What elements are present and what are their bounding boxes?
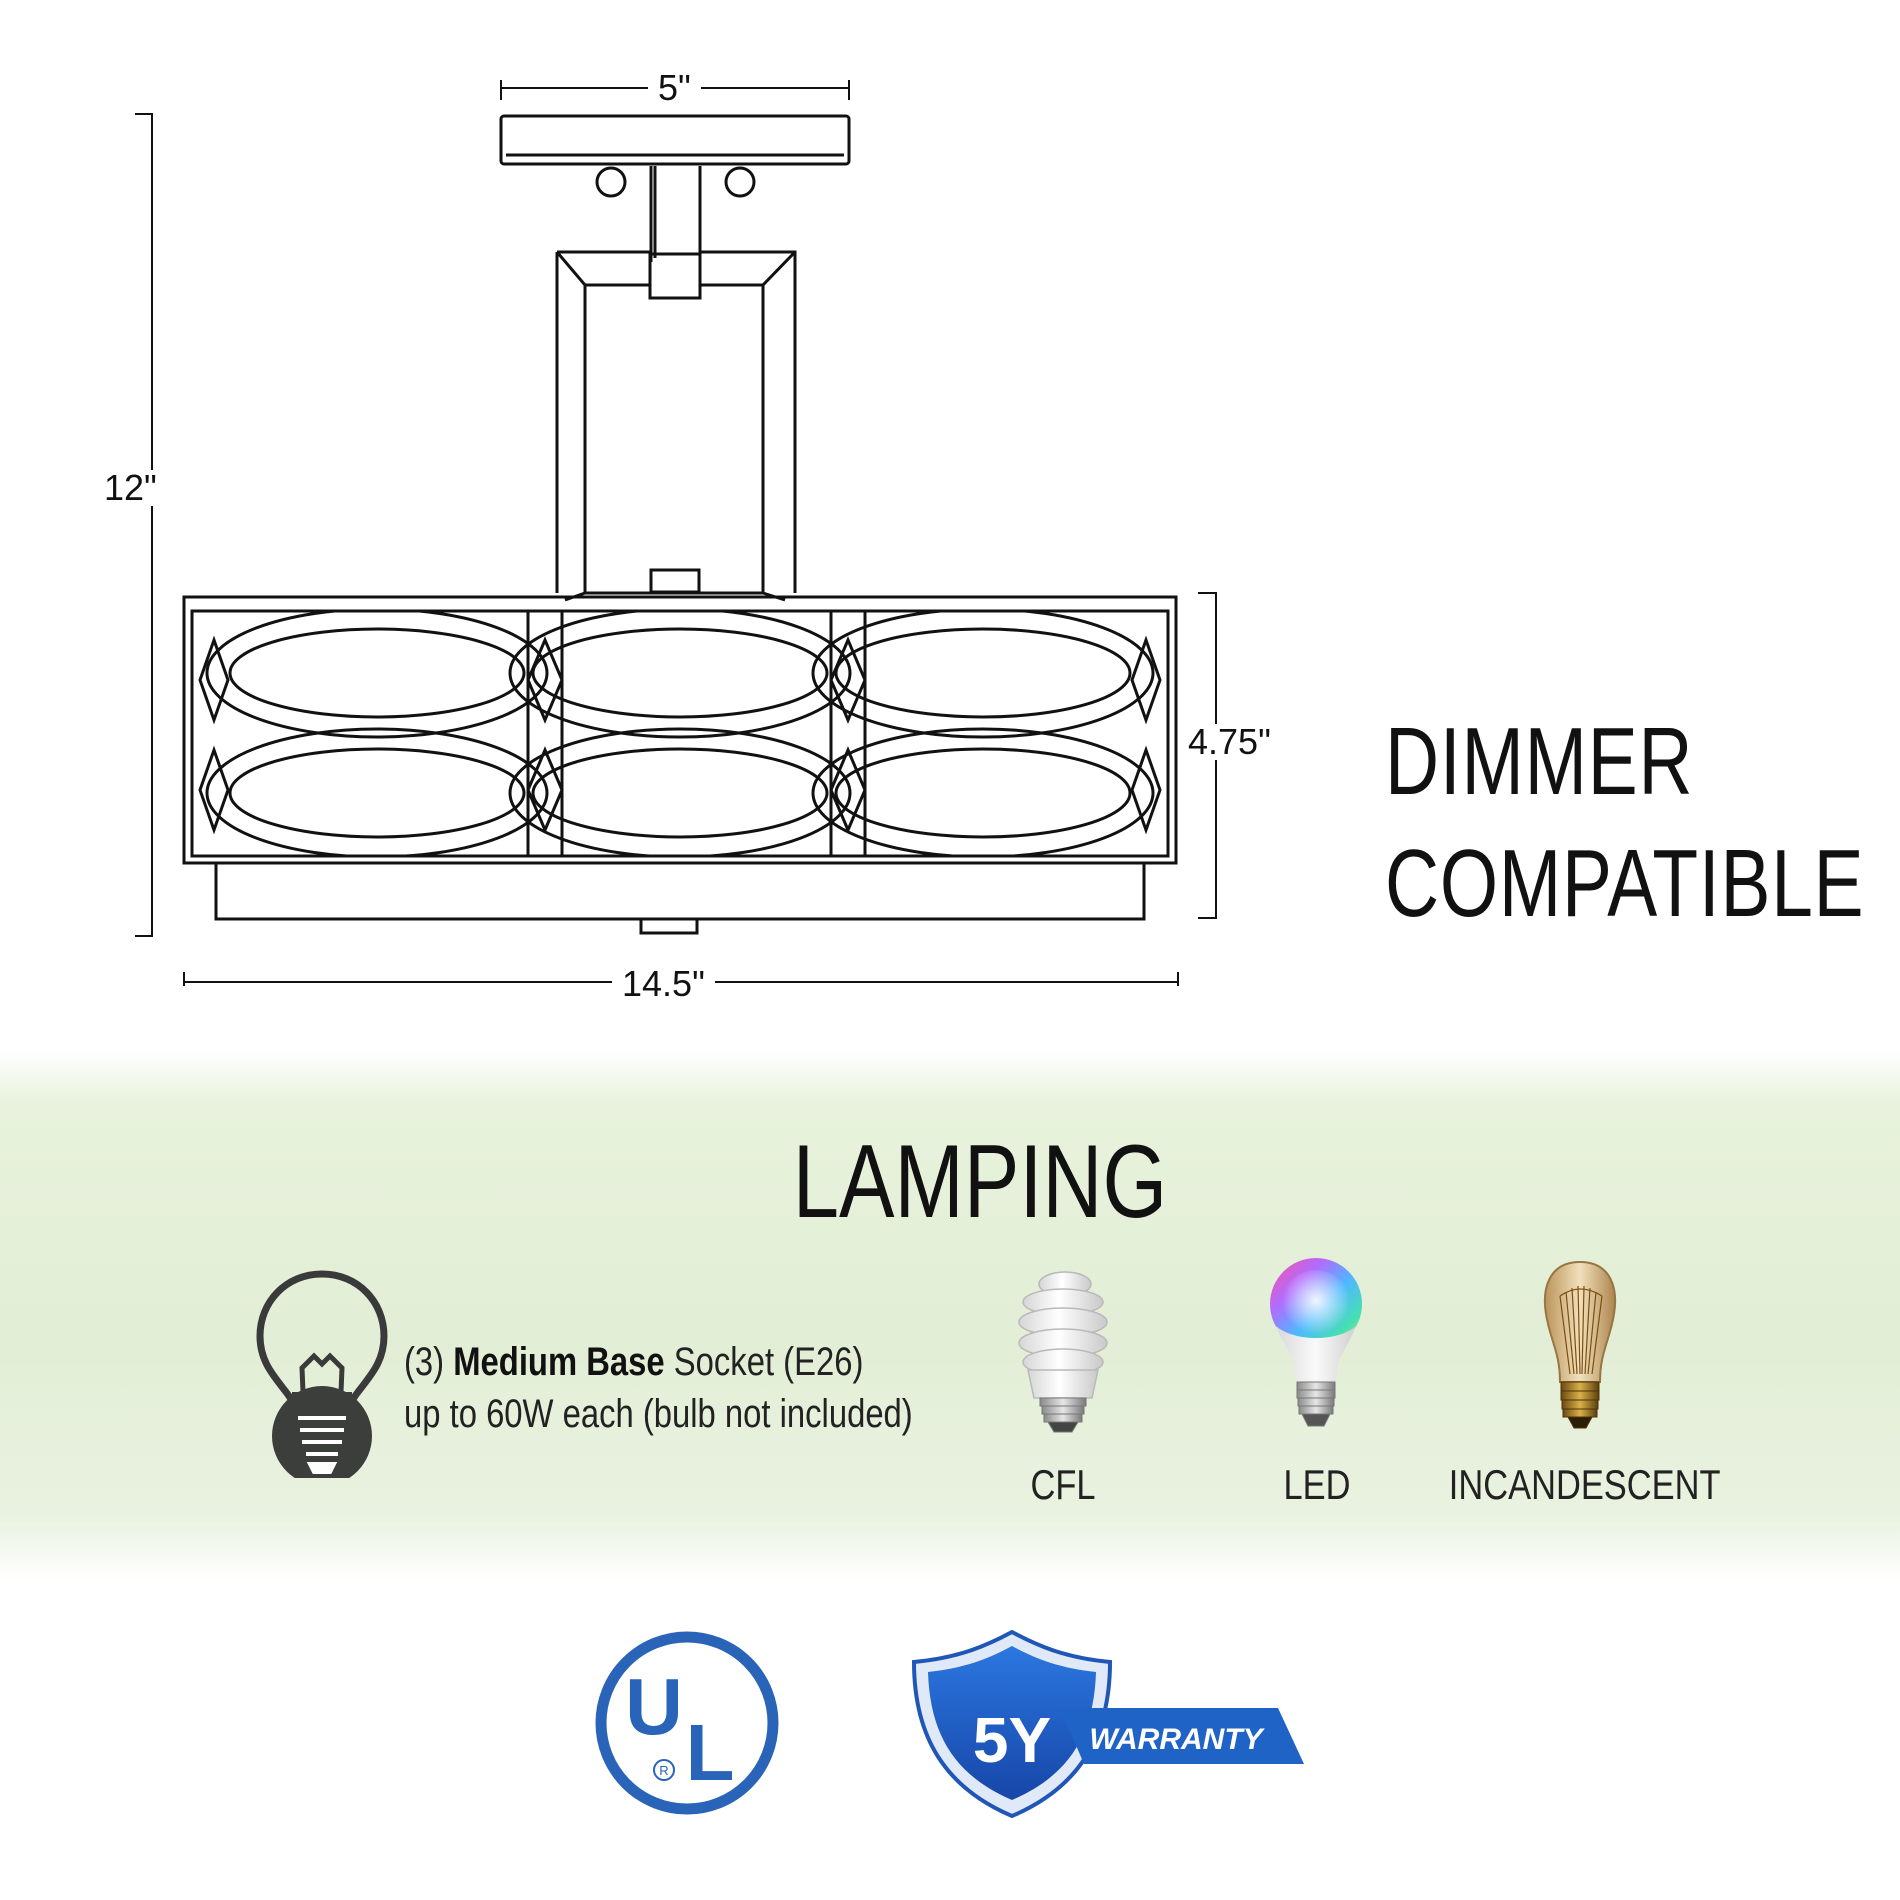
lamping-title: LAMPING [792,1124,1168,1240]
bulb-label-cfl: CFL [1030,1461,1096,1508]
socket-base: Medium Base [453,1340,665,1384]
svg-text:U: U [625,1662,683,1751]
stem [648,166,702,300]
lightbulb-socket-icon [256,1270,388,1478]
ul-listed-logo: U L R [595,1631,779,1815]
feature-line-dimmer: DIMMER [1385,708,1694,815]
svg-text:R: R [659,1763,668,1778]
socket-count: (3) [404,1340,445,1384]
incandescent-bulb-icon [1543,1260,1617,1429]
wattage-note: up to 60W each (bulb not included) [404,1392,913,1436]
led-bulb-icon [1270,1258,1362,1427]
suspension-frame [555,250,797,602]
warranty-shield-badge: 5Y WARRANTY [911,1629,1304,1819]
warranty-label: WARRANTY [1089,1723,1265,1756]
fixture-dimension-diagram [135,80,1217,986]
feature-line-compatible: COMPATIBLE [1385,830,1865,937]
warranty-years: 5Y [973,1704,1051,1776]
bulb-label-led: LED [1283,1461,1351,1508]
cfl-bulb-icon [1018,1271,1108,1433]
svg-text:L: L [686,1708,735,1797]
dimension-shade-height: 4.75" [1180,724,1279,760]
dimension-overall-height: 12" [100,470,161,506]
drum-shade [182,595,1178,935]
dimension-shade-width: 14.5" [612,966,715,1002]
bulb-label-incandescent: INCANDESCENT [1448,1461,1721,1508]
dimension-canopy-width: 5" [648,70,701,106]
socket-type: Socket (E26) [673,1340,864,1384]
canopy [499,114,851,198]
socket-spec-line: (3) Medium Base Socket (E26) [404,1336,863,1388]
